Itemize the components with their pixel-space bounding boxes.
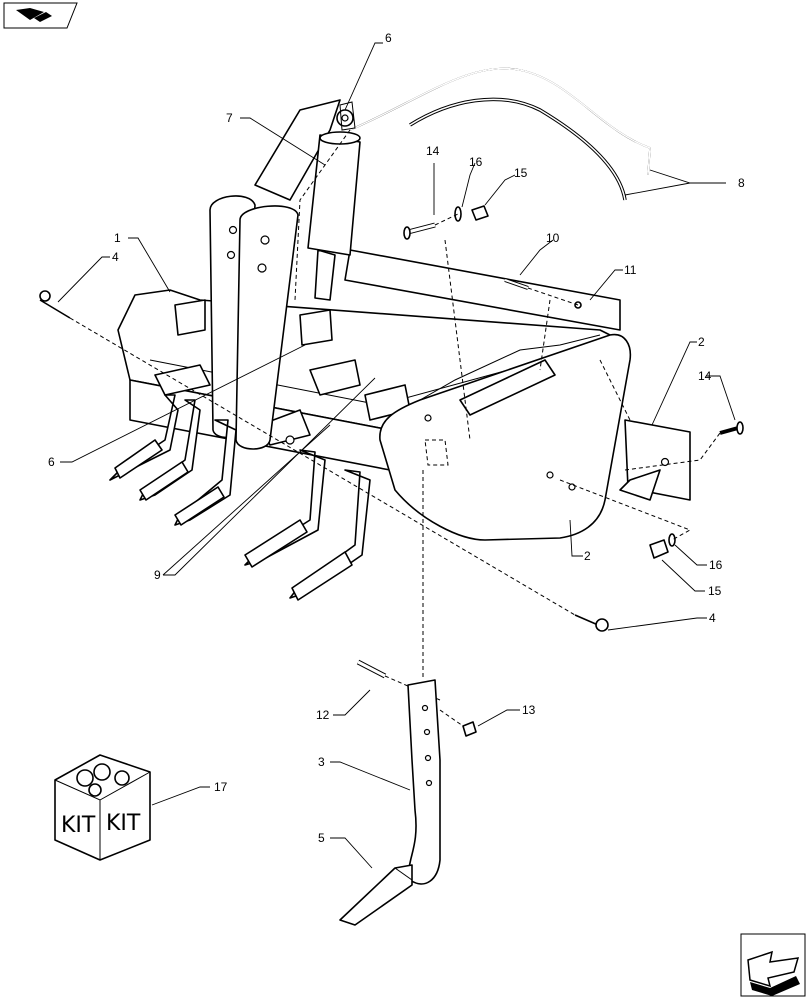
leader-lines	[57, 42, 736, 869]
callout-14-top: 14	[426, 144, 440, 158]
callout-9: 9	[154, 568, 161, 582]
callout-16-top: 16	[469, 155, 483, 169]
callout-13: 13	[522, 703, 536, 717]
next-page-arrow-icon[interactable]	[740, 933, 806, 997]
callout-4-right: 4	[709, 611, 716, 625]
callout-5: 5	[318, 831, 325, 845]
callout-7: 7	[226, 111, 233, 125]
callout-15-bottom: 15	[708, 584, 722, 598]
hydraulic-hoses	[349, 67, 651, 201]
kit-box: KIT KIT	[54, 754, 151, 861]
side-plate-center	[209, 195, 299, 450]
separate-tip	[339, 864, 413, 926]
callout-2-lower: 2	[584, 549, 591, 563]
callout-labels: 1 2 2 3 4 4 5 6 6 7 8 9 10 11 12 13 14 1…	[48, 31, 745, 845]
callout-15-top: 15	[514, 166, 528, 180]
callout-17: 17	[214, 780, 228, 794]
callout-8: 8	[738, 176, 745, 190]
side-plate-right	[285, 333, 632, 541]
hardware	[356, 205, 744, 737]
callout-6-top: 6	[385, 31, 392, 45]
kit-label-left: KIT	[61, 813, 96, 838]
callout-12: 12	[316, 708, 330, 722]
callout-4-left: 4	[112, 250, 119, 264]
kit-label-right: KIT	[106, 811, 141, 836]
callout-14-right: 14	[698, 369, 712, 383]
callout-11: 11	[624, 263, 637, 277]
callout-6-left: 6	[48, 455, 55, 469]
separate-shank	[407, 679, 441, 885]
shank-assembly-tips	[109, 394, 371, 601]
outer-plate-right	[599, 359, 691, 501]
hydraulic-cylinder	[299, 101, 361, 346]
mast-frame	[254, 99, 621, 331]
pins	[39, 290, 609, 632]
callout-1: 1	[114, 231, 121, 245]
callout-2-right: 2	[698, 335, 705, 349]
book-arrow-icon[interactable]	[3, 2, 78, 29]
callout-16-bottom: 16	[709, 558, 723, 572]
callout-3: 3	[318, 755, 325, 769]
callout-10: 10	[546, 231, 560, 245]
